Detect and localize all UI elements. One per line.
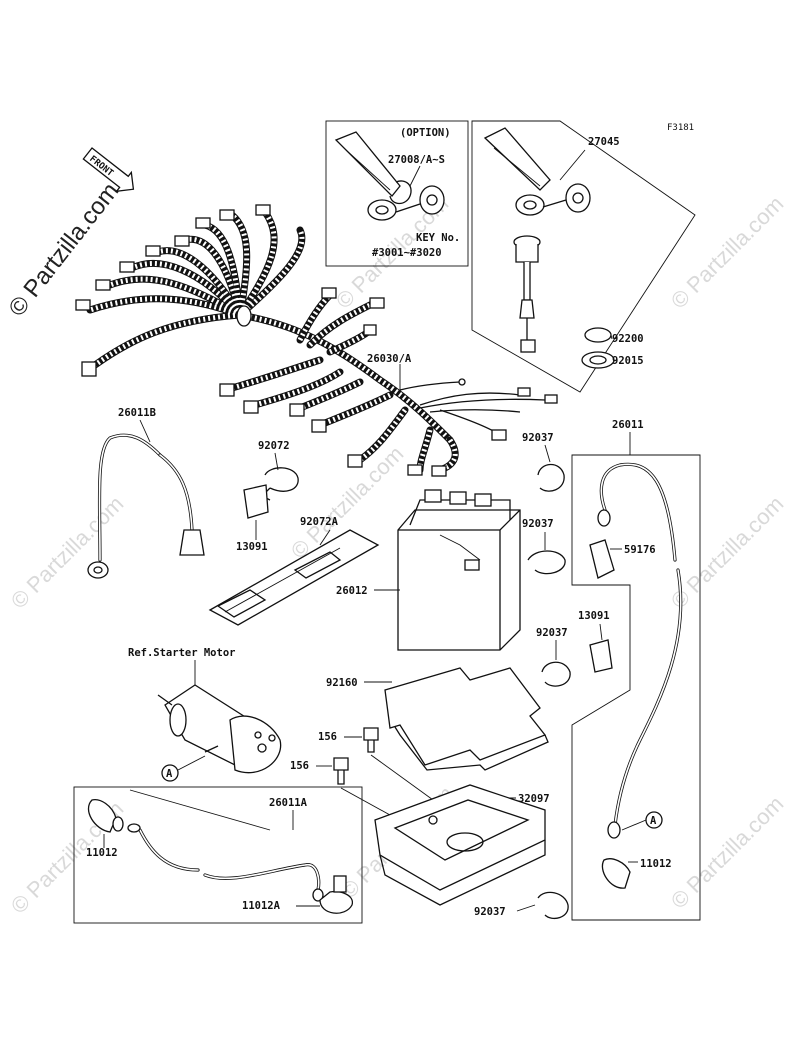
callout-a-left-label: A: [166, 768, 173, 780]
clamp-92037-a: 92037: [522, 432, 565, 492]
option-title: (OPTION): [400, 127, 451, 139]
part-label-92037-b: 92037: [522, 518, 554, 530]
part-label-26030: 26030/A: [367, 353, 412, 365]
watermark-text: © Partzilla.com: [666, 791, 789, 914]
clamp-92037-d: 92037: [474, 891, 569, 919]
part-label-92072: 92072: [258, 440, 290, 452]
part-label-92037-a: 92037: [522, 432, 554, 444]
bolt-156-a: 156: [318, 727, 441, 806]
part-label-92037-c: 92037: [536, 627, 568, 639]
bolt-156-b: 156: [290, 757, 391, 816]
part-label-59176: 59176: [624, 544, 656, 556]
main-wiring-harness: 26030/A: [75, 204, 558, 477]
battery-cable-26011A-box: 26011A 11012 11012A: [73, 786, 363, 924]
part-label-32097: 32097: [518, 793, 550, 805]
battery-tray-32097: 32097: [374, 784, 550, 906]
watermark-text: © Partzilla.com: [666, 191, 789, 314]
part-label-27045: 27045: [588, 136, 620, 148]
watermark-text: © Partzilla.com: [6, 491, 129, 614]
o-ring-icon: [584, 327, 612, 343]
ref-starter-motor: Ref.Starter Motor: [128, 647, 235, 659]
part-label-156-b: 156: [290, 760, 309, 772]
clamp-92072: 92072: [258, 440, 299, 501]
part-label-92015: 92015: [612, 355, 644, 367]
battery-mat-92160: 92160: [326, 667, 549, 771]
nut-icon: [581, 351, 615, 369]
brand-watermark: © Partzilla.com: [3, 178, 124, 322]
part-label-11012-right: 11012: [640, 858, 672, 870]
callout-a-left: [161, 764, 179, 782]
part-label-26011: 26011: [612, 419, 644, 431]
part-label-26011A: 26011A: [269, 797, 308, 809]
part-label-11012-left: 11012: [86, 847, 118, 859]
diagram-code: F3181: [667, 123, 694, 133]
key-number-title: KEY No.: [416, 232, 460, 244]
part-label-27008: 27008/A~S: [388, 154, 445, 166]
key-number-range: #3001~#3020: [372, 247, 442, 259]
battery-strap-92072A: 92072A: [208, 516, 380, 626]
part-label-92200: 92200: [612, 333, 644, 345]
key-switch-box: 27045 92200 92015: [471, 120, 696, 393]
key-switch-icon: [483, 127, 591, 353]
option-key-box: (OPTION) 27008/A~S KEY No. #3001~#3020: [325, 120, 469, 267]
watermark-text: © Partzilla.com: [666, 491, 789, 614]
part-label-92160: 92160: [326, 677, 358, 689]
callout-a-right-label: A: [650, 815, 657, 827]
pad-13091: 13091: [236, 484, 269, 553]
part-label-13091-right: 13091: [578, 610, 610, 622]
part-label-92072A: 92072A: [300, 516, 339, 528]
battery-cable-26011B: 26011B: [87, 407, 205, 579]
part-label-26011B: 26011B: [118, 407, 156, 419]
clamp-92037-b: 92037: [522, 518, 566, 575]
starter-motor-reference: Ref.Starter Motor A: [128, 647, 282, 782]
battery-cable-26011-box: 26011 59176 13091 11012 A: [571, 419, 701, 921]
part-label-156-a: 156: [318, 731, 337, 743]
battery-26012: 26012: [336, 489, 521, 651]
part-label-13091-left: 13091: [236, 541, 268, 553]
clamp-92037-c: 92037: [536, 627, 571, 687]
ignition-key-icon: [334, 131, 445, 221]
part-label-26012: 26012: [336, 585, 368, 597]
part-label-11012A: 11012A: [242, 900, 281, 912]
part-label-92037-d: 92037: [474, 906, 506, 918]
starter-motor-icon: [157, 684, 282, 774]
